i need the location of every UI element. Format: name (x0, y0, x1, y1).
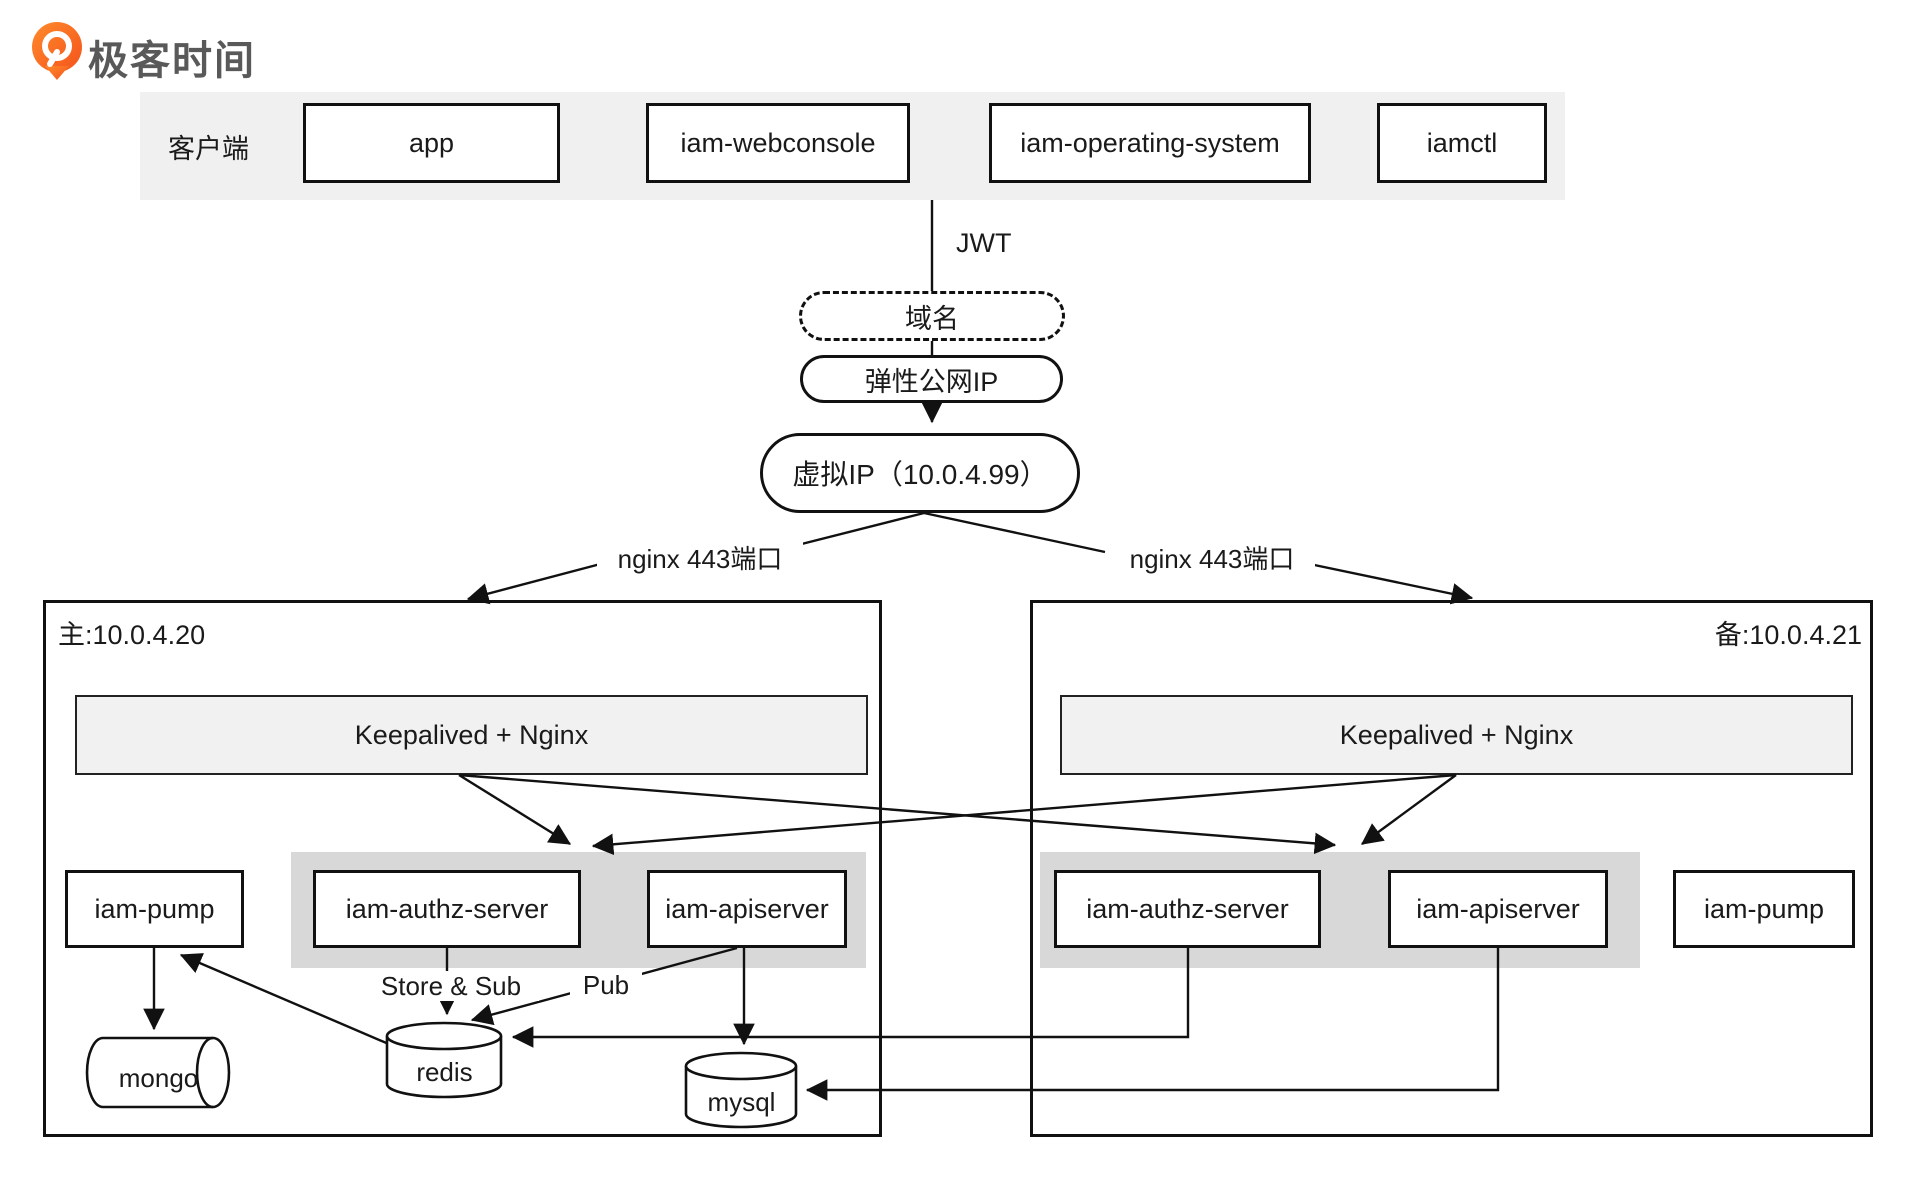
primary-host-box (43, 600, 882, 1137)
domain-node: 域名 (799, 291, 1065, 341)
arrow-vip-to-primary (466, 560, 609, 605)
arrow-vip-to-backup (1299, 560, 1474, 605)
arrow-backup-gw-to-backup-services (1361, 774, 1457, 845)
primary-iam-pump-box: iam-pump (65, 870, 244, 948)
elastic-public-ip-node: 弹性公网IP (800, 355, 1063, 403)
mysql-label: mysql (707, 1086, 776, 1117)
arrow-backup-apiserver-to-mysql (805, 948, 1500, 1101)
client-box-iam-webconsole: iam-webconsole (646, 103, 910, 183)
mongo-label: mongo (118, 1062, 199, 1093)
store-sub-label: Store & Sub (363, 971, 539, 1001)
nginx-port-label-left: nginx 443端口 (597, 541, 803, 574)
backup-host-title: 备:10.0.4.21 (1714, 619, 1862, 650)
client-box-iamctl: iamctl (1377, 103, 1547, 183)
backup-iam-pump-box: iam-pump (1673, 870, 1855, 948)
virtual-ip-node: 虚拟IP（10.0.4.99） (760, 433, 1080, 513)
nginx-port-label-right: nginx 443端口 (1109, 541, 1315, 574)
primary-keepalived-nginx-bar: Keepalived + Nginx (75, 695, 868, 775)
pub-label: Pub (570, 970, 642, 1000)
primary-iam-authz-server-box: iam-authz-server (313, 870, 581, 948)
redis-label: redis (416, 1056, 473, 1087)
primary-iam-apiserver-box: iam-apiserver (647, 870, 847, 948)
jwt-label: JWT (956, 228, 1012, 258)
mongo-cylinder (85, 1036, 231, 1109)
client-box-iam-operating-system: iam-operating-system (989, 103, 1311, 183)
arrow-backup-authz-to-redis (511, 948, 1190, 1048)
backup-iam-apiserver-box: iam-apiserver (1388, 870, 1608, 948)
client-band-label: 客户端 (168, 133, 249, 164)
arrow-primary-gw-to-primary-services (458, 773, 572, 846)
arrow-redis-to-pump (179, 953, 399, 1050)
backup-keepalived-nginx-bar: Keepalived + Nginx (1060, 695, 1853, 775)
redis-cylinder (385, 1021, 503, 1099)
backup-iam-authz-server-box: iam-authz-server (1054, 870, 1321, 948)
arrow-backup-gw-to-primary-services (591, 773, 1457, 856)
arrow-primary-gw-to-backup-services (458, 773, 1337, 855)
brand-name: 极客时间 (88, 39, 256, 83)
client-box-app: app (303, 103, 560, 183)
mysql-cylinder (684, 1051, 798, 1129)
geektime-logo-icon (32, 22, 82, 80)
wire-vip-branch-right-a (923, 511, 1106, 554)
primary-host-title: 主:10.0.4.20 (58, 619, 206, 650)
